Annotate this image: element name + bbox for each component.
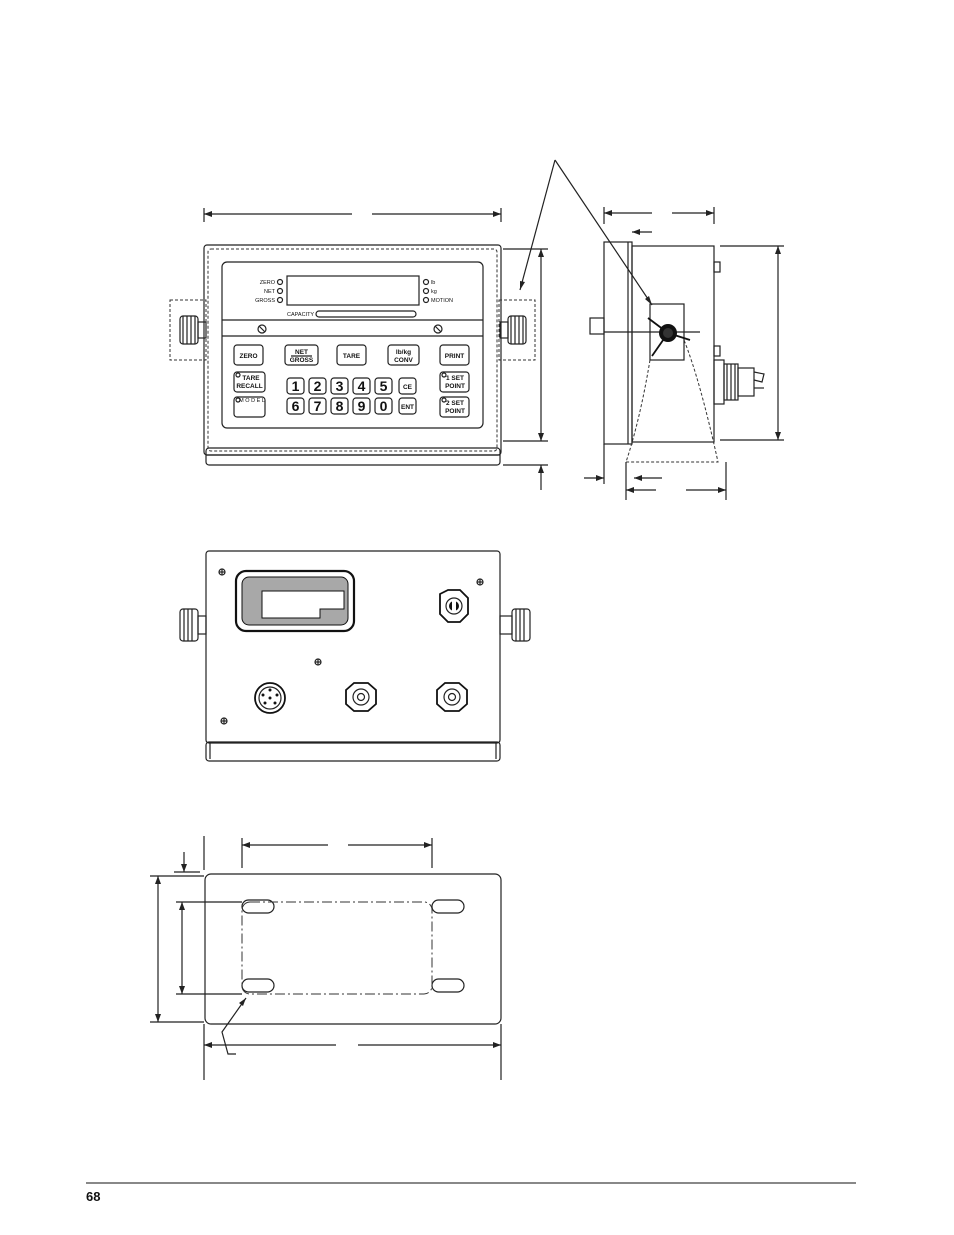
ce-key[interactable] [398, 377, 417, 395]
screw-left [257, 324, 267, 334]
setpoint-1-label-1: 1 SET [446, 375, 464, 382]
lbkg-conv-key[interactable] [387, 344, 420, 366]
rear-gland-middle [345, 682, 377, 712]
rear-left-knob [179, 608, 207, 642]
digit-7-label: 7 [314, 398, 322, 414]
digit-row-top: 1 2 3 4 5 [286, 377, 393, 395]
digit-key-2[interactable] [308, 377, 327, 395]
tare-recall-key[interactable] [233, 371, 266, 393]
setpoint-2-key[interactable] [439, 396, 470, 418]
indicator-kg-label: kg [431, 289, 437, 295]
screw-right [433, 324, 443, 334]
indicator-lb-label: lb [431, 280, 435, 286]
front-right-knob [498, 299, 536, 361]
gross-key-label: GROSS [290, 357, 314, 364]
ce-key-label: CE [403, 384, 413, 391]
rear-gland-right [436, 682, 468, 712]
setpoint-2-label-1: 2 SET [446, 400, 464, 407]
indicators-left: ZERO NET GROSS [255, 278, 284, 304]
front-height-dimension [503, 248, 548, 490]
digit-0-label: 0 [380, 398, 388, 414]
digit-key-5[interactable] [374, 377, 393, 395]
ent-key[interactable] [398, 397, 417, 415]
zero-key-label: ZERO [239, 353, 257, 360]
indicator-gross-label: GROSS [255, 298, 275, 304]
rear-gland-top [439, 589, 469, 623]
digit-key-0[interactable] [374, 397, 393, 415]
digit-8-label: 8 [336, 398, 344, 414]
lbkg-key-label: lb/kg [396, 349, 411, 356]
digit-4-label: 4 [358, 378, 366, 394]
setpoint-2-label-2: POINT [445, 408, 465, 415]
print-key[interactable] [439, 344, 470, 366]
page-number: 68 [86, 1189, 100, 1204]
ent-key-label: ENT [401, 404, 414, 411]
digit-key-6[interactable] [286, 397, 305, 415]
digit-key-1[interactable] [286, 377, 305, 395]
side-view [519, 159, 784, 500]
capacity-label: CAPACITY [287, 312, 314, 318]
conv-key-label: CONV [394, 357, 413, 364]
tare-key-label: TARE [343, 353, 361, 360]
tare-recall-label-2: RECALL [236, 383, 262, 390]
rear-right-knob [499, 608, 531, 642]
front-view: ZERO NET GROSS lb kg MOTION CAPACITY [169, 208, 548, 490]
digit-9-label: 9 [358, 398, 366, 414]
indicator-net-label: NET [264, 289, 276, 295]
rear-view [179, 550, 531, 762]
digit-2-label: 2 [314, 378, 322, 394]
net-gross-key[interactable] [284, 344, 319, 366]
side-connector [713, 359, 765, 405]
indicator-zero-label: ZERO [260, 280, 276, 286]
model-key[interactable] [233, 396, 266, 418]
net-key-label: NET [295, 349, 308, 356]
digit-key-4[interactable] [352, 377, 371, 395]
digit-key-7[interactable] [308, 397, 327, 415]
tare-recall-label-1: TARE [242, 375, 260, 382]
digit-key-3[interactable] [330, 377, 349, 395]
indicators-right: lb kg MOTION [422, 278, 453, 304]
print-key-label: PRINT [445, 353, 465, 360]
digit-1-label: 1 [292, 378, 300, 394]
tare-key[interactable] [336, 344, 367, 366]
rear-screws [218, 568, 484, 725]
zero-key[interactable] [233, 344, 264, 366]
front-width-dimension [203, 208, 502, 222]
rear-round-connector [254, 682, 286, 714]
digit-6-label: 6 [292, 398, 300, 414]
model-key-label: M O D E L [239, 398, 265, 404]
setpoint-1-key[interactable] [439, 371, 470, 393]
setpoint-1-label-2: POINT [445, 383, 465, 390]
bottom-view [150, 836, 502, 1080]
digit-key-9[interactable] [352, 397, 371, 415]
front-left-knob [169, 299, 207, 361]
digit-5-label: 5 [380, 378, 388, 394]
digit-row-bottom: 6 7 8 9 0 [286, 397, 393, 415]
indicator-motion-label: MOTION [431, 298, 453, 304]
digit-3-label: 3 [336, 378, 344, 394]
digit-key-8[interactable] [330, 397, 349, 415]
